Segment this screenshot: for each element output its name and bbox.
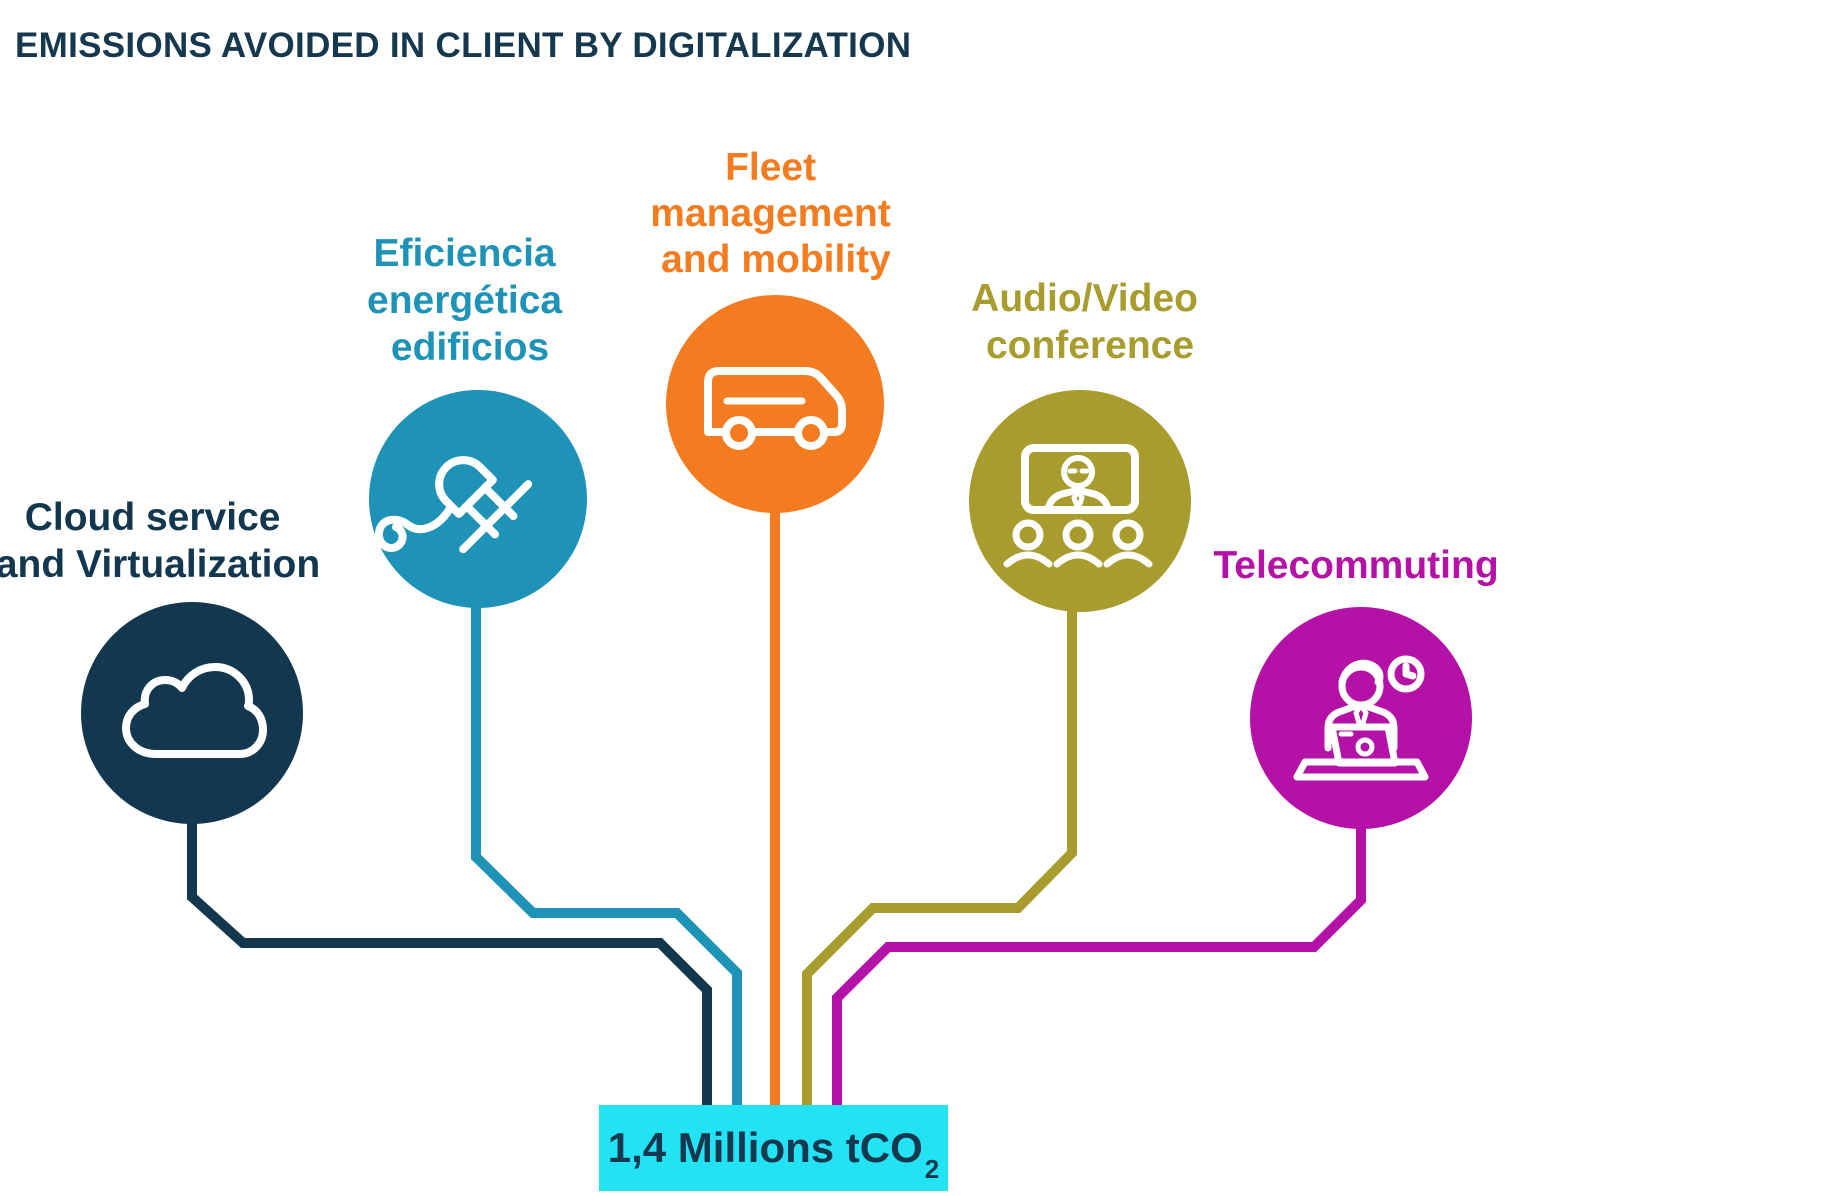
connector-lines <box>187 511 1366 1107</box>
node-telecommuting: Telecommuting <box>1213 544 1499 829</box>
connector-energy-efficiency <box>471 606 742 1107</box>
connector-av-conference <box>802 610 1077 1107</box>
telecommuting-label: Telecommuting <box>1213 544 1498 587</box>
energy-efficiency-label: Eficiencia energética edificios <box>367 232 573 369</box>
plug-icon <box>375 456 533 554</box>
van-icon <box>704 367 846 450</box>
videoconference-icon <box>1003 444 1153 568</box>
telecommuting-icon <box>1293 655 1429 781</box>
av-conference-label: Audio/Video conference <box>971 277 1209 367</box>
fleet-management-label: Fleet management and mobility <box>650 146 901 281</box>
node-fleet-management: Fleet management and mobility <box>650 146 901 513</box>
total-emissions-subscript: 2 <box>924 1154 940 1184</box>
cloud-service-circle <box>81 602 303 824</box>
connector-cloud-service <box>187 822 712 1107</box>
cloud-icon <box>122 663 267 758</box>
cloud-service-label: Cloud service and Virtualization <box>0 496 320 586</box>
page-title: EMISSIONS AVOIDED IN CLIENT BY DIGITALIZ… <box>15 26 912 65</box>
node-av-conference: Audio/Video conference <box>969 277 1209 612</box>
total-emissions-value: 1,4 Millions tCO <box>607 1124 923 1171</box>
node-energy-efficiency: Eficiencia energética edificios <box>367 232 587 608</box>
telecommuting-circle <box>1250 607 1472 829</box>
node-cloud-service: Cloud service and Virtualization <box>0 496 320 824</box>
connector-telecommuting <box>832 827 1366 1107</box>
